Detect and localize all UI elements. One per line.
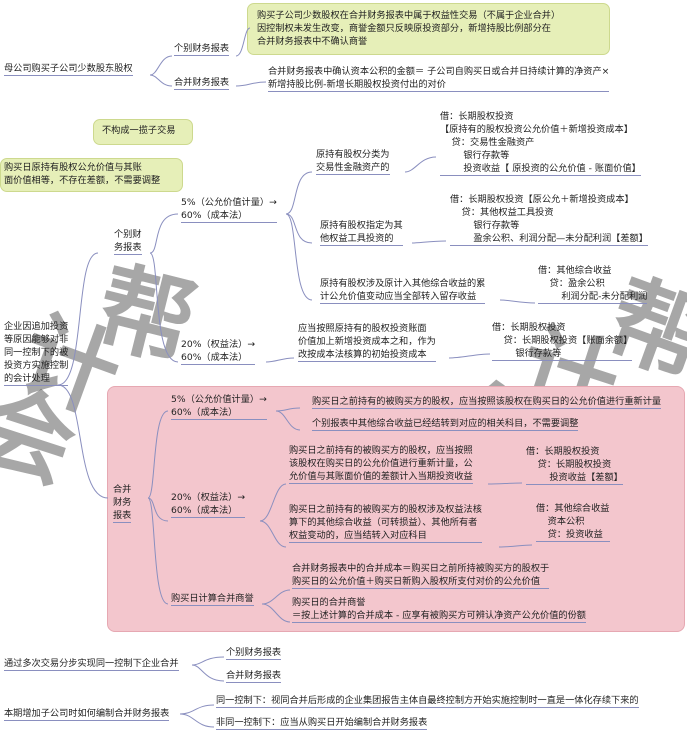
s2-con-a2: 个别报表中其他综合收益已经结转到对应的相关科目，不需要调整 <box>312 418 579 431</box>
s4-same-control: 同一控制下：视同合并后形成的企业集团报告主体自最终控制方开始实施控制时一直是一体… <box>216 695 639 708</box>
s2-ind-a: 5%（公允价值计量）→ 60%（成本法） <box>181 197 277 223</box>
s2-tag: 不构成一揽子交易 <box>102 125 176 136</box>
s2-con-c1: 合并财务报表中的合并成本＝购买日之前所持被购买方的股权于 购买日的公允价值＋购买… <box>292 563 550 589</box>
s1-individual: 个别财务报表 <box>174 43 230 56</box>
s2-con-a: 5%（公允价值计量）→ 60%（成本法） <box>171 394 267 420</box>
s2-con-b2-entry: 借：其他综合收益 资本公积 贷：投资收益 <box>536 503 610 542</box>
s3-individual: 个别财务报表 <box>226 647 282 660</box>
note-box-green-left <box>0 158 183 192</box>
s4-root: 本期增加子公司时如何编制合并财务报表 <box>4 708 170 721</box>
s2-con-b1: 购买日之前持有的被购买方的股权，应当按照 该股权在购买日的公允价值进行重新计量，… <box>289 445 473 484</box>
s1-root: 母公司购买子公司少数股东股权 <box>4 63 133 76</box>
s2-ind-a3-entry: 借：其他综合收益 贷：盈余公积 利润分配-未分配利润 <box>538 265 648 304</box>
s2-ind-a3: 原持有股权涉及原计入其他综合收益的累 计公允价值变动应当全部转入留存收益 <box>320 278 486 304</box>
s2-ind-a2: 原持有股权指定为其 他权益工具投资的 <box>320 220 403 246</box>
s1-note-top: 购买子公司少数股权在合并财务报表中属于权益性交易（不属于企业合并） 因控制权未发… <box>257 10 561 47</box>
s2-ind-b: 20%（权益法）→ 60%（成本法） <box>181 339 256 365</box>
s4-nonsame-control: 非同一控制下：应当从购买日开始编制合并财务报表 <box>216 717 428 730</box>
s2-root: 企业因追加投资 等原因能够对非 同一控制下的被 投资方实施控制 的会计处理 <box>4 321 69 386</box>
s1-note-consolidated: 合并财务报表中确认资本公积的金额＝ 子公司自购买日或合并日持续计算的净资产× 新… <box>268 66 610 92</box>
tag-box-green <box>93 119 193 145</box>
s3-consolidated: 合并财务报表 <box>226 670 282 683</box>
consolidated-region <box>107 386 685 632</box>
s3-root: 通过多次交易分步实现同一控制下企业合并 <box>4 658 179 671</box>
s2-consolidated: 合并 财务 报表 <box>113 484 132 523</box>
s2-ind-a1: 原持有股权分类为 交易性金融资产的 <box>316 149 390 175</box>
note-box-green <box>247 3 610 55</box>
s1-consolidated: 合并财务报表 <box>174 77 230 90</box>
s2-individual: 个别财 务报表 <box>114 229 142 255</box>
s2-ind-a1-entry: 借：长期股权投资 【原持有的股权投资公允价值＋新增投资成本】 贷：交易性金融资产… <box>440 111 641 176</box>
s2-note-green: 购买日原持有股权公允价值与其账 面价值相等，不存在差额，不需要调整 <box>4 162 161 186</box>
s2-con-b2: 购买日之前持有的被购买方的股权涉及权益法核 算下的其他综合收益（可转损益）、其他… <box>289 504 482 543</box>
s2-con-b: 20%（权益法）→ 60%（成本法） <box>171 492 246 518</box>
s2-con-a1: 购买日之前持有的被购买方的股权，应当按照该股权在购买日的公允价值进行重新计量 <box>312 396 662 409</box>
s2-ind-a2-entry: 借：长期股权投资【原公允＋新增投资成本】 贷：其他权益工具投资 银行存款等 盈余… <box>450 194 648 246</box>
s2-con-c2: 购买日的合并商誉 ＝按上述计算的合并成本 - 应享有被购买方可辨认净资产公允价值… <box>292 597 586 623</box>
s2-con-b1-entry: 借：长期股权投资 贷：长期股权投资 投资收益【差额】 <box>526 446 623 485</box>
s2-ind-b1: 应当按照原持有的股权投资账面 价值加上新增投资成本之和，作为 改按成本法核算的初… <box>298 323 436 362</box>
s2-con-c: 购买日计算合并商誉 <box>171 593 254 606</box>
s2-ind-b1-entry: 借：长期股权投资 贷：长期股权投资【账面余额】 银行存款等 <box>492 322 633 361</box>
